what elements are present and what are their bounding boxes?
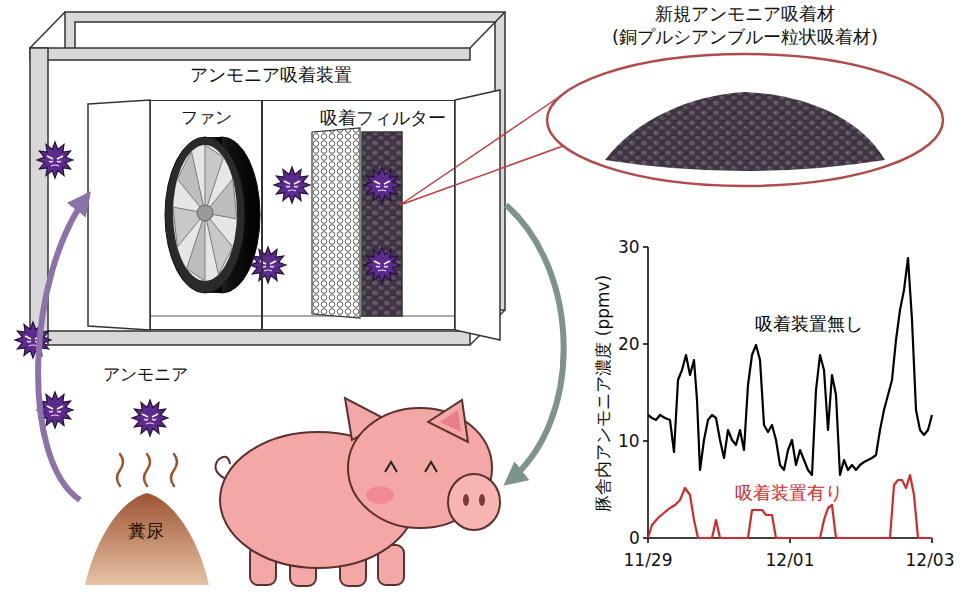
axis-tick: 20 <box>618 334 640 354</box>
outlet-arrow-part <box>506 205 564 482</box>
bubble-outline-part <box>605 92 885 171</box>
ammonia-molecules-part <box>250 247 286 283</box>
device-frame-back-part <box>48 60 458 331</box>
airflow-arrow <box>38 195 88 500</box>
fan-picture-part <box>205 213 233 275</box>
inner-unit-part <box>150 100 455 330</box>
pig-part <box>448 474 500 530</box>
chart-part <box>648 258 932 475</box>
device-frame-front <box>30 48 500 345</box>
pig-part <box>479 494 485 506</box>
axis-title: 豚舎内アンモニア濃度 (ppmv) <box>593 275 613 512</box>
device-box: アンモニア吸着装置ファン 吸着フィルター <box>88 12 500 345</box>
device-frame-back-part <box>470 12 505 48</box>
inner-unit <box>88 100 455 330</box>
axis-tick: 10 <box>618 431 640 451</box>
axis-tick: 11/29 <box>624 550 673 570</box>
node-label: 吸着フィルター <box>320 107 446 130</box>
filter-compartment: 吸着フィルター <box>262 100 455 330</box>
fan-picture-part <box>177 151 205 213</box>
ammonia-molecules-part <box>364 167 400 203</box>
axis-tick: 12/03 <box>906 550 955 570</box>
fan-picture-part <box>165 137 245 293</box>
ammonia-molecules-part <box>274 167 310 203</box>
adsorbent-bubble: 新規アンモニア吸着材 (銅プルシアンブルー粒状吸着材) <box>545 0 945 190</box>
molecule-label: アンモニア <box>103 364 188 384</box>
pig-part <box>366 486 394 504</box>
ammonia-molecules-part <box>132 400 168 436</box>
outlet-arrow <box>506 205 564 482</box>
filter-picture-part <box>312 128 360 318</box>
odor-lines <box>117 454 177 486</box>
axis-tick: 30 <box>618 237 640 257</box>
chart-part <box>648 475 932 538</box>
fan-picture <box>165 137 260 293</box>
filter-picture <box>312 128 402 318</box>
device-frame-front-part <box>455 90 500 340</box>
manure-pile: 糞尿 <box>80 488 212 588</box>
pig-part <box>463 494 469 506</box>
bubble-outline-part <box>547 54 943 186</box>
odor-lines-part <box>144 454 150 486</box>
pig-part <box>428 400 468 442</box>
chart-part <box>643 247 932 543</box>
device-frame-back <box>30 12 505 345</box>
ammonia-molecules-part <box>364 247 400 283</box>
fan-picture-part <box>197 205 213 221</box>
pig-part <box>440 410 461 432</box>
device-frame-back-part <box>30 12 65 48</box>
axis-tick: 12/01 <box>766 550 815 570</box>
inner-unit-part <box>150 316 455 317</box>
fan-picture-part <box>173 145 237 281</box>
device-frame-front-part <box>30 48 470 60</box>
odor-lines-part <box>171 454 177 486</box>
node-label: アンモニア吸着装置 <box>190 64 352 87</box>
device-frame-front-part <box>30 331 470 345</box>
pig <box>216 398 500 586</box>
chart-part <box>647 247 649 538</box>
series-label: 吸着装置無し <box>755 313 863 335</box>
node-label: 糞尿 <box>80 520 212 543</box>
ammonia-molecules-part <box>37 142 73 178</box>
pig-part <box>385 462 397 472</box>
chart <box>643 247 932 543</box>
fan-compartment: ファン <box>150 100 262 330</box>
pig-part <box>425 462 437 472</box>
node-label: 新規アンモニア吸着材 (銅プルシアンブルー粒状吸着材) <box>545 2 945 48</box>
axis-tick: 0 <box>629 528 640 548</box>
odor-lines-part <box>117 454 123 486</box>
series-label: 吸着装置有り <box>735 482 843 504</box>
inner-unit-part <box>88 100 150 330</box>
node-label: ファン <box>151 107 261 128</box>
filter-picture-part <box>362 132 402 316</box>
ammonia-molecules <box>15 142 400 436</box>
ammonia-molecules-part <box>15 322 51 358</box>
